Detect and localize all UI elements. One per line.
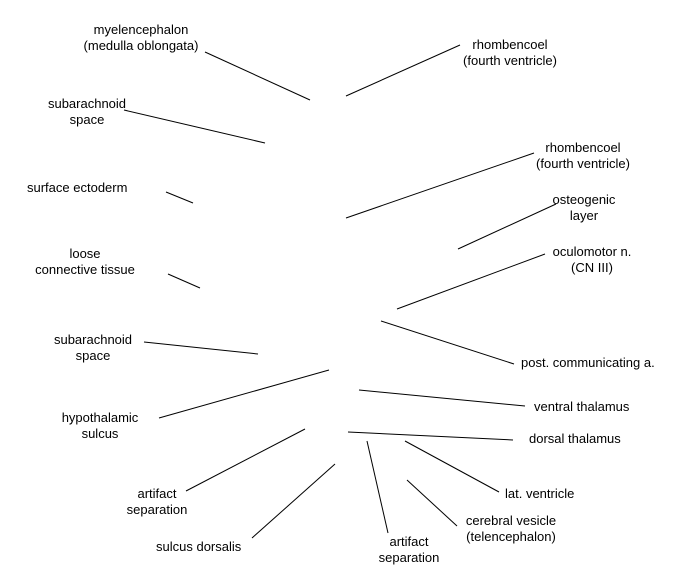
leader-myelencephalon	[204, 51, 311, 101]
leader-sulcus-dorsalis	[251, 463, 336, 539]
leader-dorsal-thalamus	[347, 431, 514, 441]
label-subarachnoid-space-upper: subarachnoid space	[47, 96, 127, 127]
label-artifact-separation-bottom: artifact separation	[378, 534, 440, 565]
leader-artifact-separation-left	[185, 428, 306, 492]
label-ventral-thalamus: ventral thalamus	[534, 399, 630, 414]
label-loose-connective-tissue: loose connective tissue	[35, 246, 135, 277]
label-dorsal-thalamus: dorsal thalamus	[529, 431, 621, 446]
leader-artifact-separation-bottom	[366, 440, 389, 534]
label-sulcus-dorsalis: sulcus dorsalis	[156, 539, 242, 554]
leader-post-communicating	[380, 320, 515, 365]
leader-oculomotor-nerve	[396, 253, 546, 310]
label-myelencephalon: myelencephalon (medulla oblongata)	[83, 22, 199, 53]
leader-loose-connective-tissue	[167, 273, 201, 289]
leader-subarachnoid-upper	[123, 109, 266, 144]
leader-rhombencoel-mid	[345, 152, 535, 219]
label-subarachnoid-space-lower: subarachnoid space	[53, 332, 133, 363]
label-lat-ventricle: lat. ventricle	[505, 486, 575, 501]
label-rhombencoel-mid: rhombencoel (fourth ventricle)	[536, 140, 630, 171]
leader-lat-ventricle	[404, 440, 500, 493]
label-osteogenic-layer: osteogenic layer	[552, 192, 616, 223]
label-hypothalamic-sulcus: hypothalamic sulcus	[61, 410, 139, 441]
label-surface-ectoderm: surface ectoderm	[27, 180, 128, 195]
label-rhombencoel-top: rhombencoel (fourth ventricle)	[463, 37, 557, 68]
leader-subarachnoid-lower	[143, 341, 259, 355]
leader-osteogenic-layer	[457, 203, 557, 250]
label-post-communicating-artery: post. communicating a.	[521, 355, 655, 370]
leader-ventral-thalamus	[358, 389, 526, 407]
label-oculomotor-nerve: oculomotor n. (CN III)	[552, 244, 632, 275]
leader-hypothalamic-sulcus	[158, 369, 330, 419]
leader-cerebral-vesicle	[406, 479, 458, 527]
label-artifact-separation-left: artifact separation	[126, 486, 188, 517]
label-cerebral-vesicle: cerebral vesicle (telencephalon)	[465, 513, 557, 544]
leader-rhombencoel-top	[345, 44, 461, 97]
leader-surface-ectoderm	[165, 191, 194, 204]
